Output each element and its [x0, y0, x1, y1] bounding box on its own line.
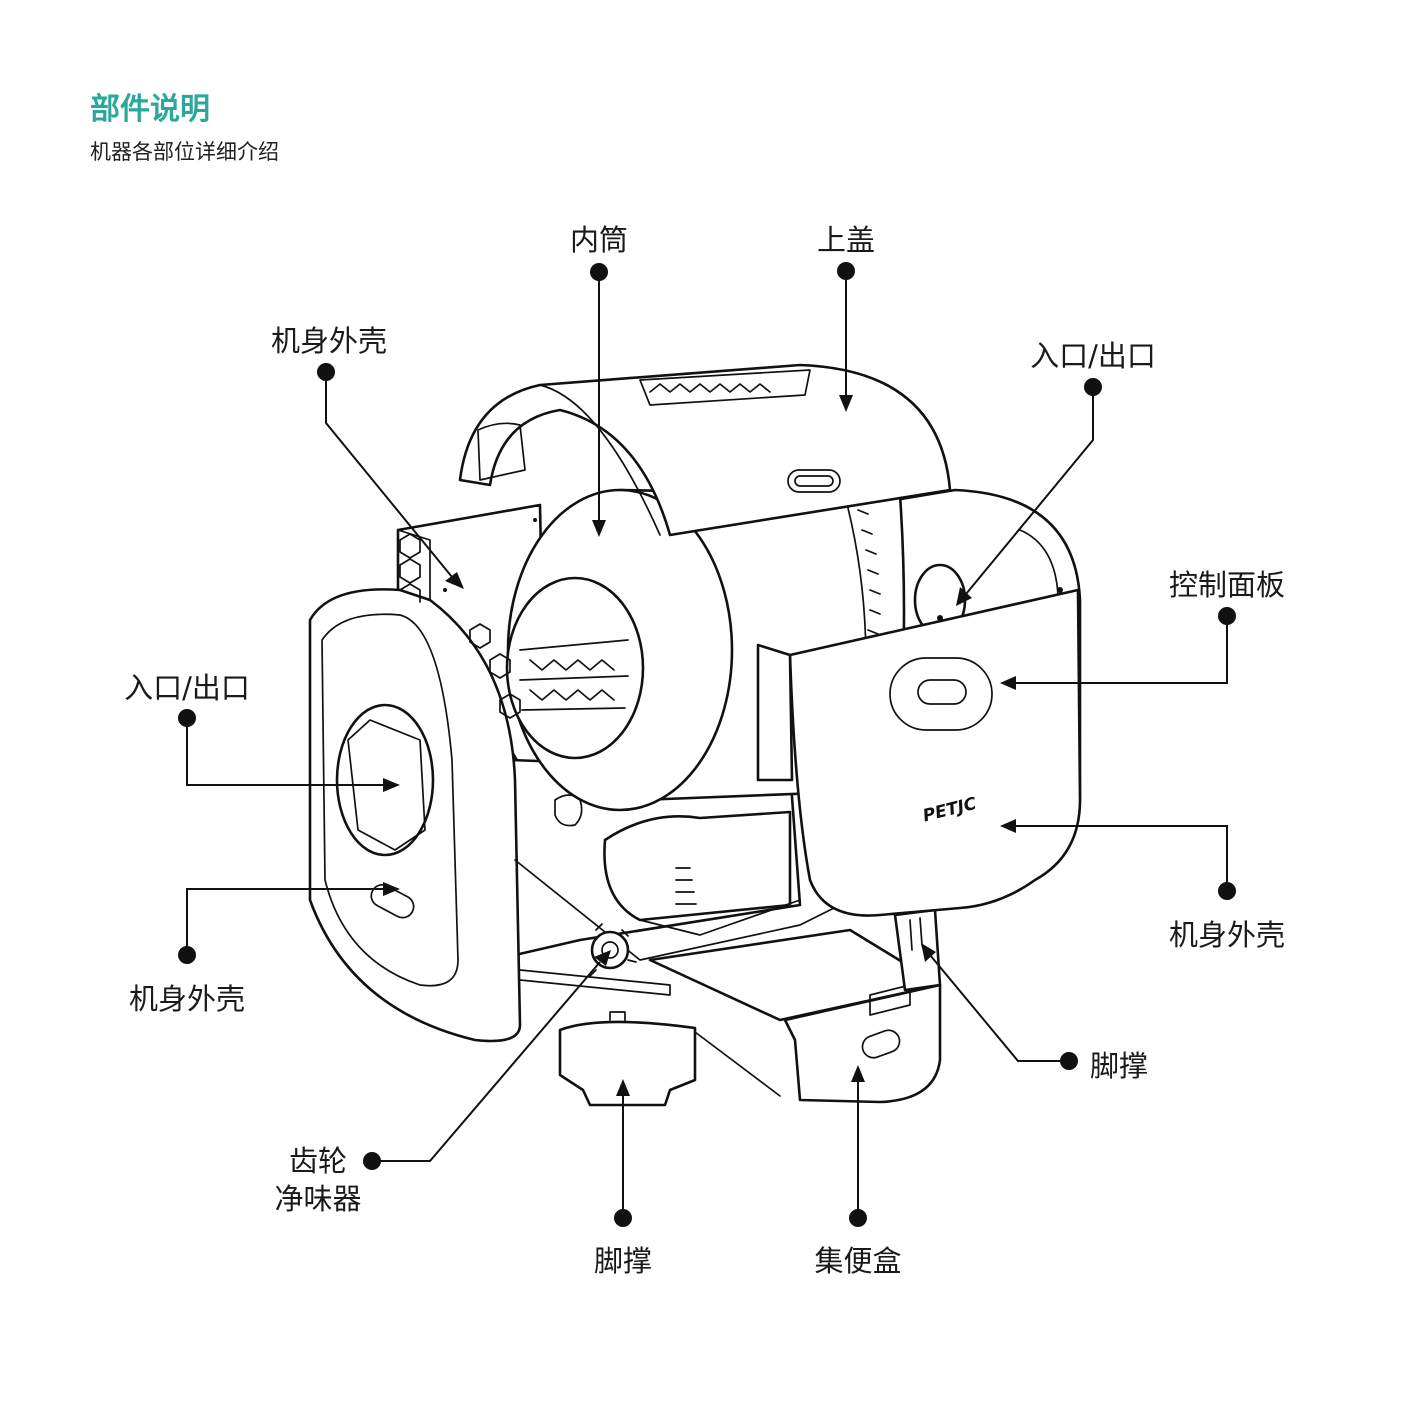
label-entrance-right: 入口/出口	[1030, 339, 1156, 373]
label-foot-right: 脚撑	[1090, 1049, 1149, 1083]
deodorizer-foot	[558, 1020, 697, 1107]
label-shell-top-left: 机身外壳	[270, 324, 388, 358]
label-shell-bottom-left: 机身外壳	[128, 982, 246, 1016]
leader-lines	[178, 262, 1236, 1227]
label-entrance-left: 入口/出口	[124, 671, 250, 705]
label-inner-drum: 内筒	[569, 223, 629, 257]
litter-robot-drawing: PETJC	[308, 363, 1082, 1107]
control-panel-button	[889, 657, 993, 731]
drum-opening	[505, 576, 645, 760]
label-top-cover: 上盖	[816, 223, 876, 257]
page-title: 部件说明	[90, 92, 210, 127]
label-gear: 齿轮	[288, 1144, 347, 1178]
label-foot-bottom: 脚撑	[593, 1244, 653, 1278]
gear	[590, 930, 630, 970]
label-waste-box: 集便盒	[814, 1244, 902, 1278]
inner-tray	[603, 810, 792, 922]
label-shell-right: 机身外壳	[1168, 918, 1286, 952]
label-control-panel: 控制面板	[1168, 568, 1286, 602]
label-gear-deodorizer: 齿轮 净味器	[268, 1142, 368, 1218]
page-subtitle: 机器各部位详细介绍	[90, 140, 279, 164]
front-body-panel-right	[788, 588, 1082, 917]
label-deodorizer: 净味器	[274, 1182, 362, 1216]
